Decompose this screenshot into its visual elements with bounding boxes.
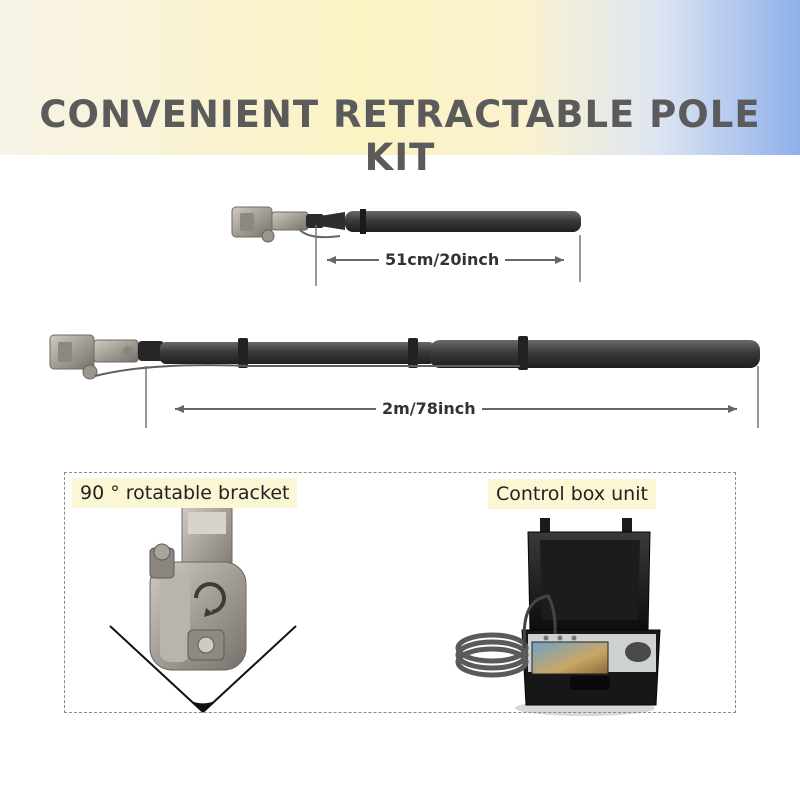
feature-panel [64, 472, 736, 713]
header-banner [0, 0, 800, 155]
page-title: CONVENIENT RETRACTABLE POLE KIT [39, 93, 761, 179]
retracted-pole [231, 206, 581, 243]
bracket-feature-label: 90 ° rotatable bracket [72, 478, 298, 508]
control-box-image [455, 518, 661, 716]
extended-length-label: 2m/78inch [376, 399, 482, 418]
extended-dimension [145, 366, 759, 428]
extended-pole [49, 334, 760, 380]
bracket-image [109, 505, 297, 713]
retracted-length-label: 51cm/20inch [379, 250, 506, 269]
control-box-feature-label: Control box unit [488, 479, 656, 509]
